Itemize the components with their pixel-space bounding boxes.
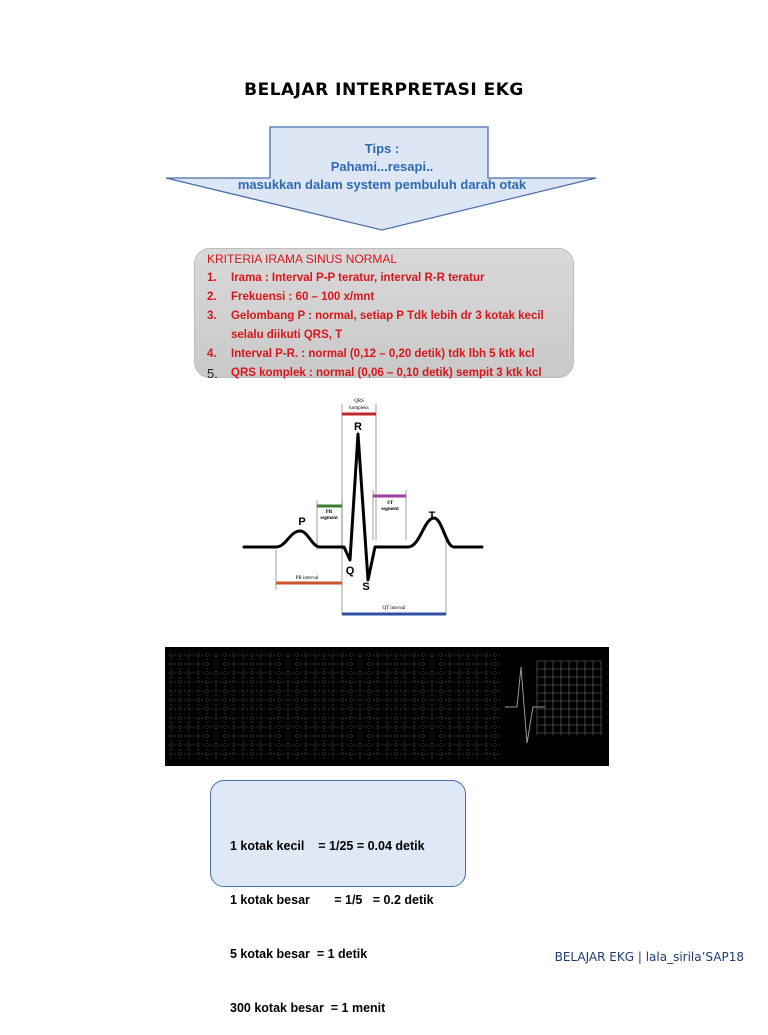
criteria-number: 2. [207,291,217,303]
ekg-wave-diagram: QRS kompleks PR segment ST segment R P T… [242,399,484,616]
criteria-number: 5. [207,366,218,381]
qrs-label-line-1: QRS [354,399,364,404]
criteria-title: KRITERIA IRAMA SINUS NORMAL [207,252,398,266]
tips-arrow-shape [165,126,597,231]
page-title: BELAJAR INTERPRETASI EKG [244,80,524,100]
ekg-grid-strip [165,647,609,766]
calc-line: 300 kotak besar = 1 menit [230,1001,386,1015]
qrs-label-line-2: kompleks [349,406,368,411]
page-footer: BELAJAR EKG | lala_sirila’SAP18 [554,950,744,964]
criteria-item: 4. Interval P-R. : normal (0,12 – 0,20 de… [207,345,571,364]
qt-interval-label: QT interval [382,606,406,611]
tips-line-3: masukkan dalam system pembuluh darah ota… [237,177,527,192]
ekg-grid-strip-image [169,653,602,760]
criteria-list: 1. Irama : Interval P-P teratur, interval… [207,269,571,383]
tips-heading: Tips : [364,141,400,156]
criteria-text: Frekuensi : 60 – 100 x/mnt [231,291,375,303]
pr-interval-label: PR interval [296,576,319,581]
tips-text: Tips : Pahami...resapi.. masukkan dalam … [162,140,602,194]
criteria-item: 3. Gelombang P : normal, setiap P Tdk leb… [207,307,571,345]
criteria-item: 2. Frekuensi : 60 – 100 x/mnt [207,288,571,307]
criteria-item: 5. QRS komplek : normal (0,06 – 0,10 deti… [207,364,571,383]
calc-line: 1 kotak kecil = 1/25 = 0.04 detik [230,839,425,853]
calc-line: 5 kotak besar = 1 detik [230,947,368,961]
calc-box [210,780,466,887]
calc-lines: 1 kotak kecil = 1/25 = 0.04 detik 1 kota… [230,801,434,1035]
criteria-number: 3. [207,310,217,322]
ekg-waveform [242,432,484,582]
pr-segment-label-line-1: PR [326,510,333,515]
wave-label-q: Q [346,565,355,577]
criteria-text: Interval P-R. : normal (0,12 – 0,20 deti… [231,348,535,360]
criteria-number: 1. [207,272,217,284]
calc-line: 1 kotak besar = 1/5 = 0.2 detik [230,893,434,907]
wave-label-s: S [362,581,369,593]
criteria-box [194,248,574,378]
criteria-item: 1. Irama : Interval P-P teratur, interval… [207,269,571,288]
wave-label-t: T [429,510,436,522]
tips-line-2: Pahami...resapi.. [330,159,434,174]
criteria-number: 4. [207,348,217,360]
criteria-text: Irama : Interval P-P teratur, interval R… [231,272,485,284]
wave-label-p: P [298,516,305,528]
pr-segment-label-line-2: segment [320,516,338,521]
st-segment-label-line-2: segment [381,507,399,512]
criteria-text: QRS komplek : normal (0,06 – 0,10 detik)… [231,367,542,379]
criteria-text: Gelombang P : normal, setiap P Tdk lebih… [231,310,544,341]
st-segment-label-line-1: ST [387,501,394,506]
wave-label-r: R [354,421,362,433]
